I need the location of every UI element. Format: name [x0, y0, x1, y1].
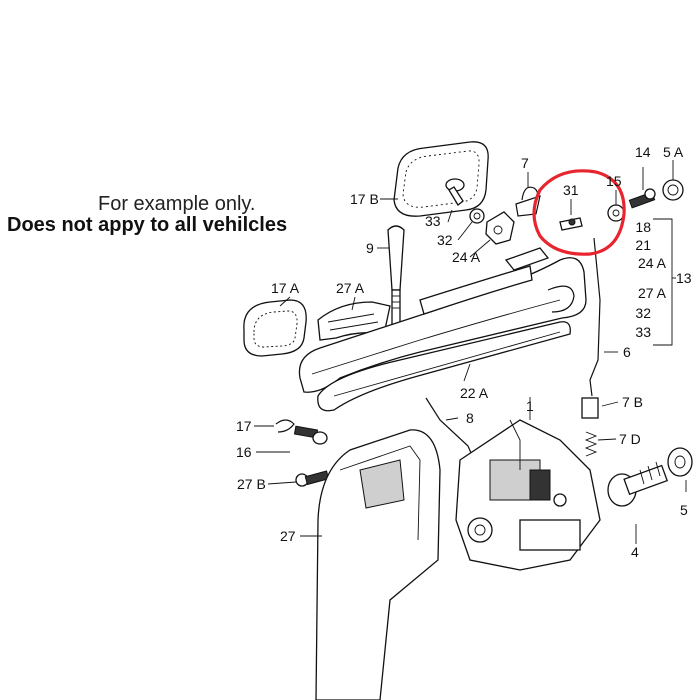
spring-7d [584, 431, 598, 457]
bracket-item: 32 [635, 305, 651, 321]
door-handle-seal-top [393, 141, 489, 217]
seal-17a [243, 299, 307, 357]
bolt-4 [607, 461, 669, 507]
handle-trim-strip [317, 321, 571, 412]
leader-lines [254, 160, 687, 544]
lock-cap-5a [662, 179, 684, 201]
callout-31: 31 [563, 182, 579, 198]
callout-labels: 1 4 5 5 A 6 7 7 B 7 D 8 9 13 14 15 16 17… [236, 144, 692, 560]
callout-22a: 22 A [460, 385, 489, 401]
callout-6: 6 [623, 344, 631, 360]
screw-33-top [445, 178, 465, 206]
disclaimer-note: Does not appy to all vehilcles [7, 214, 288, 236]
washer-5 [667, 447, 693, 477]
connector-7b [581, 397, 599, 419]
pin-31 [559, 217, 583, 231]
lock-mechanism-1 [455, 419, 601, 571]
callout-7d: 7 D [619, 431, 641, 447]
linkage-rod-6 [589, 237, 601, 397]
callout-33: 33 [425, 213, 441, 229]
callout-7b: 7 B [622, 394, 643, 410]
highlight-circle [532, 169, 626, 256]
callout-17b-top: 17 B [350, 191, 379, 207]
callout-17: 17 [236, 418, 252, 434]
example-note: For example only. [98, 193, 256, 215]
lock-bolt-14 [628, 188, 656, 209]
clip-17 [275, 419, 295, 433]
screw-27b [295, 470, 330, 487]
door-handle-22a [298, 247, 587, 393]
nut-32-top [469, 208, 485, 224]
callout-14: 14 [635, 144, 651, 160]
callout-13: 13 [676, 270, 692, 286]
bracket-item: 18 [635, 219, 651, 235]
bracket-24a [485, 211, 515, 245]
callout-32: 32 [437, 232, 453, 248]
bracket-list-13: 18 21 24 A 27 A 32 33 [635, 219, 666, 340]
callout-5a: 5 A [663, 144, 684, 160]
bracket-item: 33 [635, 324, 651, 340]
callout-7: 7 [521, 155, 529, 171]
bracket-item: 21 [635, 237, 651, 253]
callout-9: 9 [366, 240, 374, 256]
callout-8: 8 [466, 410, 474, 426]
callout-27a: 27 A [336, 280, 365, 296]
bracket-item: 27 A [638, 285, 667, 301]
callout-24a: 24 A [452, 249, 481, 265]
callout-4: 4 [631, 544, 639, 560]
callout-27: 27 [280, 528, 296, 544]
callout-17a: 17 A [271, 280, 300, 296]
callout-16: 16 [236, 444, 252, 460]
callout-15: 15 [606, 173, 622, 189]
callout-27b: 27 B [237, 476, 266, 492]
callout-5: 5 [680, 502, 688, 518]
inner-frame-27 [315, 429, 441, 700]
bracket-item: 24 A [638, 255, 667, 271]
screw-16 [293, 425, 328, 445]
nut-15 [607, 204, 625, 222]
pin-9 [387, 225, 405, 327]
callout-1: 1 [526, 398, 534, 414]
